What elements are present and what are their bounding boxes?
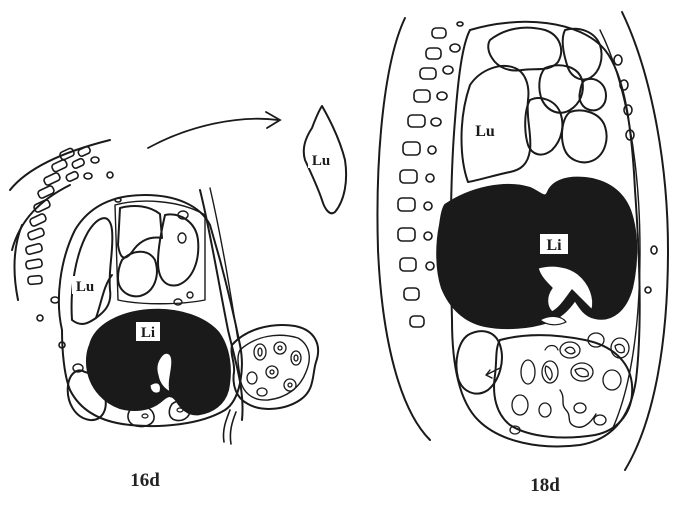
lung-label-text-16d: Lu xyxy=(76,279,94,295)
vessel-d-16d xyxy=(174,299,182,305)
gut-lumen-b-16d xyxy=(177,408,183,412)
stage-caption-18d: 18d xyxy=(505,475,585,497)
lung-label-text-18d: Lu xyxy=(475,123,495,140)
lung-label-16d: Lu xyxy=(72,276,98,295)
detached-lung-label-text: Lu xyxy=(312,153,330,169)
body-wall-outer-16d xyxy=(10,140,110,190)
liver-label-text-18d: Li xyxy=(546,237,562,254)
lung-lobe-f-18d xyxy=(562,111,607,163)
umbilical-cord-16d xyxy=(223,410,236,444)
detached-lung-label: Lu xyxy=(308,150,334,169)
liver-label-text-16d: Li xyxy=(141,325,155,341)
liver-label-16d: Li xyxy=(136,322,160,341)
hernia-gut-loops-16d xyxy=(247,342,301,396)
lung-label-18d: Lu xyxy=(470,120,500,140)
gut-loops-18d xyxy=(510,333,629,434)
heart-chamber-a-16d xyxy=(118,206,162,258)
heart-chamber-c-16d xyxy=(118,252,157,297)
liver-label-18d: Li xyxy=(540,234,568,254)
lung-lobe-c-18d xyxy=(539,65,583,112)
gut-lumen-a-16d xyxy=(142,414,148,418)
body-wall-outer-18d xyxy=(377,18,430,440)
vessel-b-16d xyxy=(178,233,186,243)
lung-lobe-d-18d xyxy=(563,29,602,80)
liver-18d xyxy=(437,178,636,328)
spinal-edge-inner-16d xyxy=(210,188,238,340)
vessel-c-16d xyxy=(187,292,193,298)
body-wall-left-16d xyxy=(15,225,22,300)
lung-16d xyxy=(72,218,113,324)
body-wall-back-16d xyxy=(12,185,70,250)
lung-lobe-b-18d xyxy=(488,28,561,71)
lung-transition-arrow xyxy=(148,112,280,148)
vertebrae-16d xyxy=(25,146,121,348)
section-18d xyxy=(377,12,668,470)
liver-vessel-branch-16d xyxy=(150,383,161,393)
umbilical-hernia-inner-16d xyxy=(238,335,309,400)
section-16d xyxy=(10,140,318,444)
stage-caption-16d: 16d xyxy=(105,470,185,492)
heart-chamber-b-16d xyxy=(158,214,198,285)
